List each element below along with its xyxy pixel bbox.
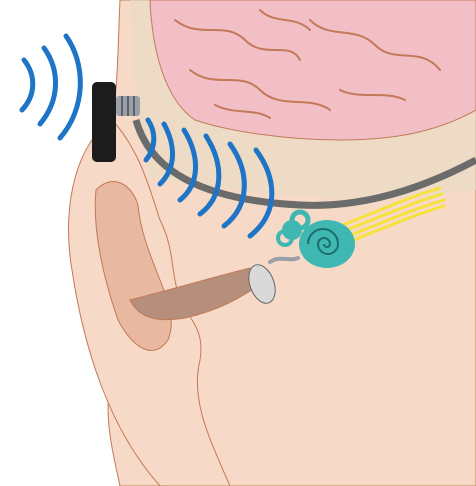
sound-wave-icon: [40, 48, 56, 124]
brain: [150, 0, 476, 140]
abutment-screw: [116, 96, 140, 116]
sound-wave-icon: [22, 60, 33, 110]
sound-processor-icon: [92, 82, 116, 162]
sound-wave-icon: [60, 36, 80, 138]
incoming-sound-waves: [22, 36, 80, 138]
